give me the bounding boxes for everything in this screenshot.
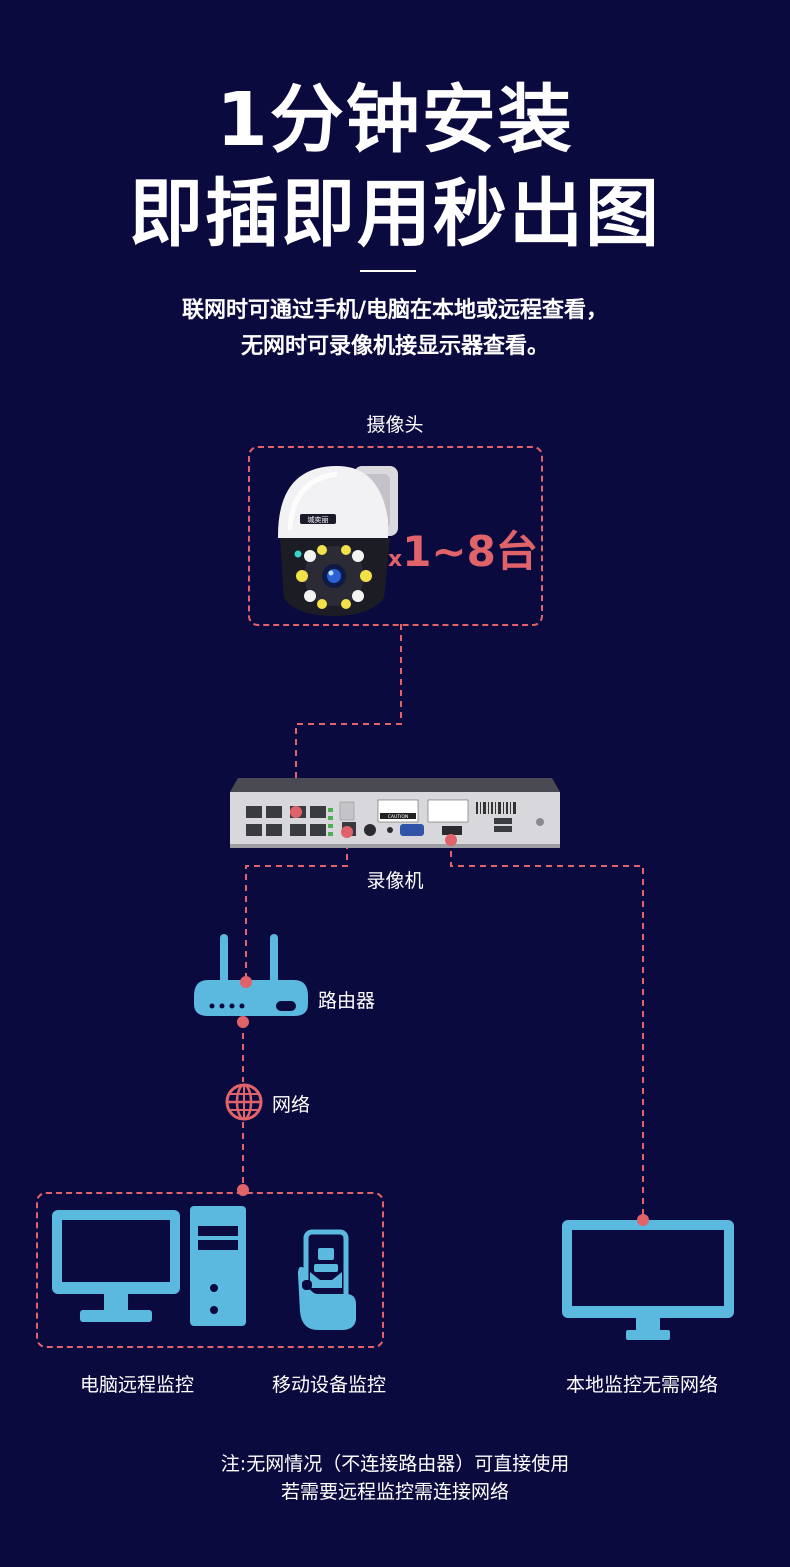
camera-box <box>248 446 543 626</box>
ptz-camera-icon: 城奕丽 <box>278 466 398 616</box>
note-line2: 若需要远程监控需连接网络 <box>280 1481 509 1503</box>
nvr-recorder-icon: CAUTION <box>230 778 560 848</box>
nvr-hdmi-dot <box>445 834 457 846</box>
router-out-dot <box>237 1016 249 1028</box>
smartphone-hand-icon <box>298 1229 356 1330</box>
quantity-value: 1~8台 <box>402 527 538 576</box>
router-icon <box>194 934 308 1016</box>
router-in-dot <box>240 976 252 988</box>
note-line1: 注:无网情况（不连接路由器）可直接使用 <box>220 1453 570 1475</box>
router-label: 路由器 <box>318 990 376 1012</box>
title-divider <box>360 270 416 272</box>
subtitle-line1: 联网时可通过手机/电脑在本地或远程查看， <box>181 298 609 323</box>
quantity-prefix: x <box>388 547 403 572</box>
nvr-caution-label: CAUTION <box>388 814 409 820</box>
local-monitor-icon <box>562 1220 734 1340</box>
local-monitor-label: 本地监控无需网络 <box>566 1374 719 1396</box>
nvr-monitor-line <box>450 840 644 1220</box>
headline-line2: 即插即用秒出图 <box>129 171 661 257</box>
camera-brand-logo: 城奕丽 <box>308 515 329 524</box>
desktop-pc-icon <box>52 1206 246 1326</box>
pc-remote-label: 电脑远程监控 <box>80 1374 195 1396</box>
headline-line1: 1分钟安装 <box>216 77 574 163</box>
camera-label: 摄像头 <box>366 414 424 436</box>
nvr-router-line <box>245 832 348 982</box>
monitor-dot <box>637 1214 649 1226</box>
mobile-monitor-label: 移动设备监控 <box>272 1374 387 1396</box>
camera-quantity: x1~8台 <box>388 530 538 582</box>
subtitle-line2: 无网时可录像机接显示器查看。 <box>240 334 549 359</box>
clients-dot <box>237 1184 249 1196</box>
globe-icon <box>225 1083 263 1121</box>
network-label: 网络 <box>272 1094 311 1116</box>
nvr-lan-dot <box>290 806 302 818</box>
remote-clients-box <box>36 1192 384 1348</box>
nvr-wan-dot <box>341 826 353 838</box>
camera-nvr-line <box>295 624 402 812</box>
nvr-label: 录像机 <box>366 870 424 892</box>
